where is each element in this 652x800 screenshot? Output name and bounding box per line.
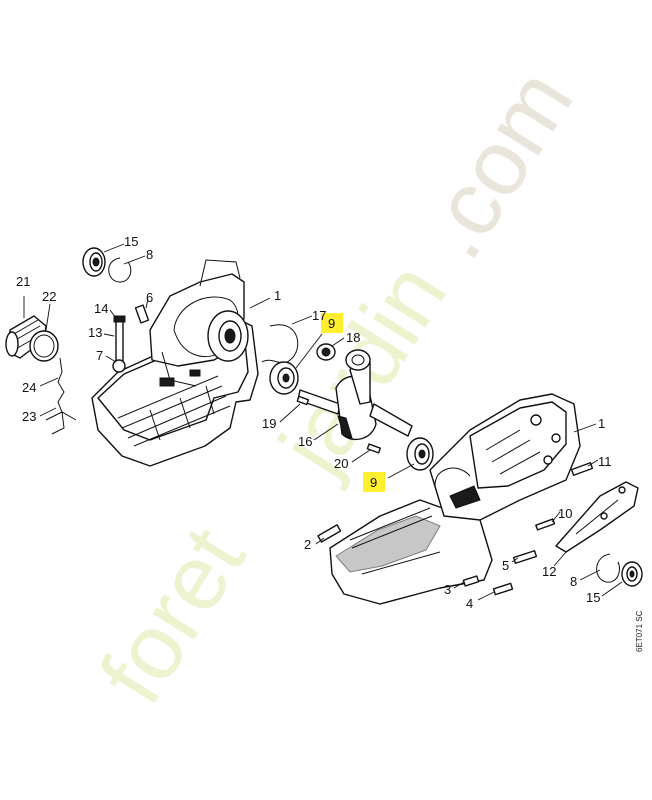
callout-labels: 21 22 24 23 15 8 14 6 13 7 1 17 9 18 19 … (16, 234, 612, 611)
bracket-12 (555, 481, 639, 553)
callout-22: 22 (42, 289, 56, 304)
seal-bottom (621, 561, 643, 587)
bearing-left (269, 361, 299, 395)
pin-6 (134, 304, 150, 324)
callout-10: 10 (558, 506, 572, 521)
drawing-code: 6ET071 SC (635, 610, 644, 652)
callout-17: 17 (312, 308, 326, 323)
bearing-right (406, 437, 434, 471)
highlight-box-9-top (321, 313, 343, 333)
callout-20: 20 (334, 456, 348, 471)
circlip-top (108, 257, 132, 283)
spring-clip (45, 357, 77, 435)
callout-8-bottom: 8 (570, 574, 577, 589)
callout-24: 24 (22, 380, 36, 395)
leader-lines (23, 243, 623, 601)
crankshaft (297, 349, 413, 441)
screw-10 (535, 518, 556, 531)
callout-1-right: 1 (598, 416, 605, 431)
circlip-bottom (596, 553, 620, 583)
needle-cage (316, 343, 336, 361)
highlight-box-9-bottom (363, 472, 385, 492)
callout-23: 23 (22, 409, 36, 424)
callout-7: 7 (96, 348, 103, 363)
callout-21: 21 (16, 274, 30, 289)
callout-11: 11 (598, 454, 612, 469)
callout-4: 4 (466, 596, 473, 611)
watermark-part1: foret (80, 510, 264, 720)
left-crankcase-half (91, 259, 259, 467)
callout-1-left: 1 (274, 288, 281, 303)
callout-3: 3 (444, 582, 451, 597)
pin-20 (366, 443, 382, 454)
screw-11 (570, 462, 594, 476)
callout-18: 18 (346, 330, 360, 345)
gasket (261, 324, 299, 364)
watermark-part3: .com (400, 52, 592, 275)
callout-14: 14 (94, 301, 108, 316)
callout-15-top: 15 (124, 234, 138, 249)
screw-3 (462, 575, 480, 587)
callout-19: 19 (262, 416, 276, 431)
woodruff-key (296, 395, 310, 406)
pin-2 (317, 524, 342, 543)
callout-6: 6 (146, 290, 153, 305)
screw-5 (512, 550, 538, 564)
callout-9-bottom: 9 (370, 475, 377, 490)
right-crankcase-half (329, 393, 581, 605)
callout-16: 16 (298, 434, 312, 449)
callout-13: 13 (88, 325, 102, 340)
callout-5: 5 (502, 558, 509, 573)
o-ring (29, 330, 59, 362)
callout-12: 12 (542, 564, 556, 579)
screw-4 (492, 582, 514, 596)
callout-9-top: 9 (328, 316, 335, 331)
callout-8-top: 8 (146, 247, 153, 262)
seal-top (82, 247, 106, 277)
stud-bolt (112, 315, 126, 373)
callout-2: 2 (304, 537, 311, 552)
callout-15-bottom: 15 (586, 590, 600, 605)
